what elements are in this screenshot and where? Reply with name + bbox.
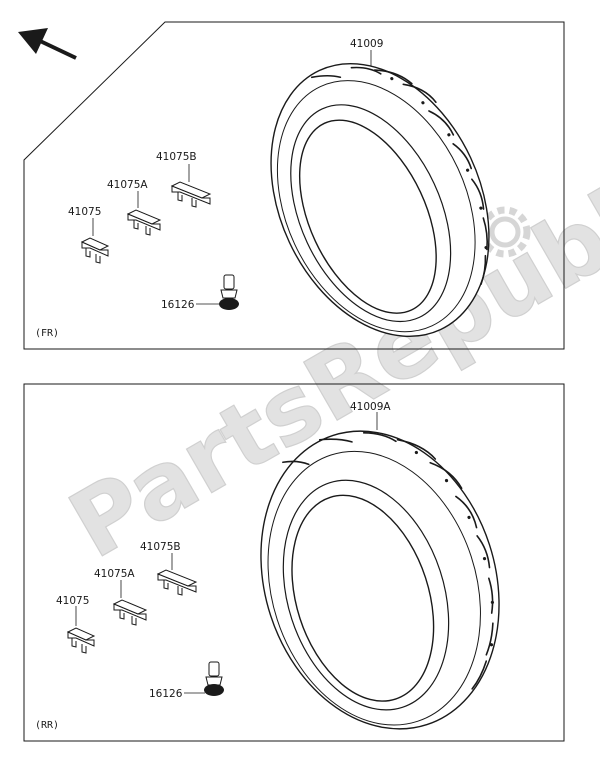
front-weight-b-label: 41075B [156,151,197,163]
front-valve[interactable] [219,274,239,310]
front-weight-label: 41075 [68,206,101,218]
front-tire-label: 41009 [350,38,383,50]
front-valve-label: 16126 [161,299,195,311]
rear-tire[interactable] [224,400,537,760]
rear-weight-a-label: 41075A [94,568,135,580]
front-weight-a[interactable] [126,209,162,236]
gear-icon [479,206,531,258]
rear-tire-label: 41009A [350,401,391,413]
rear-panel: 41009A 41075B 41075A 41075 16126 (RR) [23,383,565,760]
rear-weight-label: 41075 [56,595,89,607]
arrow-up-left-icon [18,28,77,60]
front-panel-tag: (FR) [35,328,59,339]
rear-valve[interactable] [204,661,224,696]
front-panel: 41009 41075B 41075A 41075 16126 (FR) [23,21,565,372]
rear-weight[interactable] [66,627,96,654]
front-weight-a-label: 41075A [107,179,148,191]
rear-weight-a[interactable] [112,599,148,626]
rear-valve-label: 16126 [149,688,183,700]
front-tire[interactable] [229,28,531,372]
rear-weight-b[interactable] [156,569,198,596]
rear-panel-tag: (RR) [35,720,59,731]
front-weight[interactable] [80,237,110,264]
front-weight-b[interactable] [170,181,212,208]
rear-weight-b-label: 41075B [140,541,181,553]
